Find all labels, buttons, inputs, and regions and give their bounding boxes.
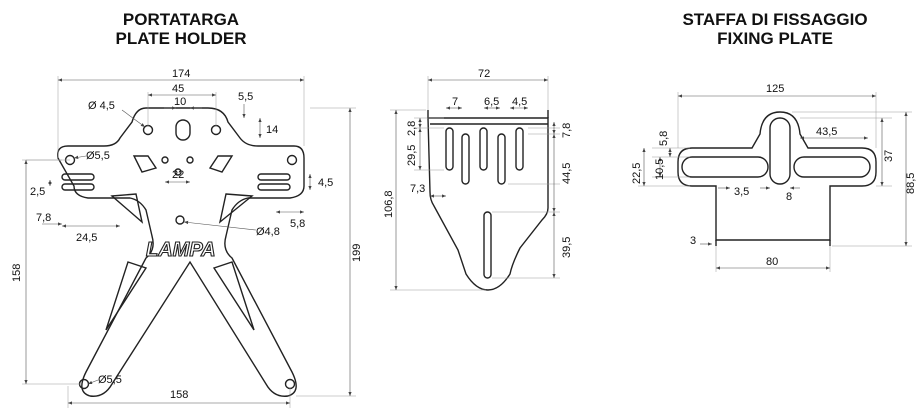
right-slot-lower	[257, 183, 291, 191]
dim-side-slot-width: 7,3	[410, 183, 425, 195]
dim-front-center-hole-diameter: Ø4,8	[256, 226, 280, 238]
bottom-right-hole	[284, 378, 296, 390]
dim-side-right-offset: 7,8	[561, 123, 573, 138]
dim-fixing-slot-height: 10,5	[654, 159, 666, 180]
plate-holder-title: PORTATARGA PLATE HOLDER	[96, 10, 266, 48]
right-slot-upper	[257, 173, 291, 181]
lower-right-window	[218, 193, 254, 224]
dim-side-right-slot-length: 44,5	[561, 163, 573, 184]
upper-right-window	[208, 155, 234, 173]
dim-side-width-total: 72	[478, 68, 490, 80]
side-view-outline	[427, 117, 549, 291]
dim-front-width-total: 174	[172, 68, 190, 80]
fixing-plate-title: STAFFA DI FISSAGGIO FIXING PLATE	[655, 10, 895, 48]
right-leg-slot	[212, 261, 255, 331]
fixing-plate-outline	[677, 111, 877, 241]
dim-front-slot-height-left: 2,5	[30, 186, 45, 198]
dim-front-slot-inset-right: 5,8	[290, 218, 305, 230]
dim-front-center-spacing: 22	[172, 169, 184, 181]
dim-front-slot-height: 14	[266, 124, 278, 136]
side-slot-3	[479, 127, 488, 171]
center-mount-hole	[175, 215, 185, 225]
center-hole-1	[161, 156, 169, 164]
plate-holder-title-english: PLATE HOLDER	[115, 29, 247, 48]
side-view-drawing: 72 7 6,5 4,5 2,8 29,5 7,3 7,8 44,5 106,8…	[383, 68, 573, 291]
dim-side-lower-slot-length: 39,5	[561, 237, 573, 258]
dim-side-height-total: 106,8	[383, 190, 395, 218]
dim-fixing-height-total: 88,5	[905, 173, 917, 194]
top-center-slot	[175, 119, 191, 141]
dim-front-height-right: 199	[351, 244, 363, 262]
dim-fixing-inner-height: 37	[883, 150, 895, 162]
dim-side-gap-2: 6,5	[484, 96, 499, 108]
top-right-hole	[210, 124, 222, 136]
fixing-slot-vertical	[769, 117, 791, 185]
dim-front-top-hole-diameter: Ø 4,5	[88, 100, 115, 112]
dim-front-slot-inset-left: 7,8	[36, 212, 51, 224]
dim-fixing-flange-width: 80	[766, 256, 778, 268]
dim-fixing-outer-height: 22,5	[631, 163, 643, 184]
dim-front-height-left: 158	[11, 264, 23, 282]
dim-side-top-offset: 2,8	[406, 121, 418, 136]
dim-front-hole-span: 45	[172, 83, 184, 95]
dim-front-slot-height-right: 4,5	[318, 177, 333, 189]
center-hole-2	[186, 156, 194, 164]
side-slot-2	[461, 133, 470, 185]
side-slot-4	[497, 133, 506, 185]
dim-fixing-slot-gap: 3,5	[734, 186, 749, 198]
fixing-slot-left	[681, 156, 769, 178]
left-slot-lower	[61, 183, 95, 191]
dim-side-gap-1: 7	[452, 96, 458, 108]
dim-fixing-center-gap: 8	[786, 191, 792, 203]
dim-front-side-hole-diameter: Ø5,5	[86, 150, 110, 162]
center-hole-3	[174, 168, 182, 176]
side-slot-5	[515, 127, 524, 171]
dim-side-gap-3: 4,5	[512, 96, 527, 108]
left-slot-upper	[61, 173, 95, 181]
dim-fixing-width-total: 125	[766, 83, 784, 95]
upper-left-window	[132, 155, 158, 173]
fixing-plate-title-english: FIXING PLATE	[717, 29, 833, 48]
fixing-plate-title-italian: STAFFA DI FISSAGGIO	[682, 10, 868, 29]
dim-fixing-flange-thickness: 3	[690, 235, 696, 247]
dim-fixing-slot-spacing: 43,5	[816, 126, 837, 138]
dim-fixing-slot-offset: 5,8	[658, 131, 670, 146]
fixing-plate-drawing: 125 43,5 5,8 22,5 10,5 3,5 8 37 88,5 3 8…	[631, 83, 917, 272]
plate-holder-title-italian: PORTATARGA	[122, 10, 240, 29]
bottom-left-hole	[78, 378, 90, 390]
dim-front-slot-width: 10	[174, 96, 186, 108]
left-leg-slot	[105, 261, 148, 331]
dim-front-width-bottom: 158	[170, 389, 188, 401]
dim-side-slot-height: 29,5	[406, 145, 418, 166]
lampa-logo: LAMPA	[146, 239, 216, 261]
dim-front-slot-length: 24,5	[76, 232, 97, 244]
side-right-hole	[286, 154, 298, 166]
fixing-slot-right	[793, 156, 871, 178]
lower-left-window	[110, 193, 144, 224]
dim-front-bottom-hole-diameter: Ø5,5	[98, 374, 122, 386]
side-slot-1	[445, 127, 454, 171]
side-slot-lower	[483, 211, 492, 279]
dim-front-slot-offset: 5,5	[238, 91, 253, 103]
plate-holder-drawing: LAMPA 174 45 10 Ø 4,5 5,5 14 Ø5,5 22 2,5…	[11, 68, 363, 408]
